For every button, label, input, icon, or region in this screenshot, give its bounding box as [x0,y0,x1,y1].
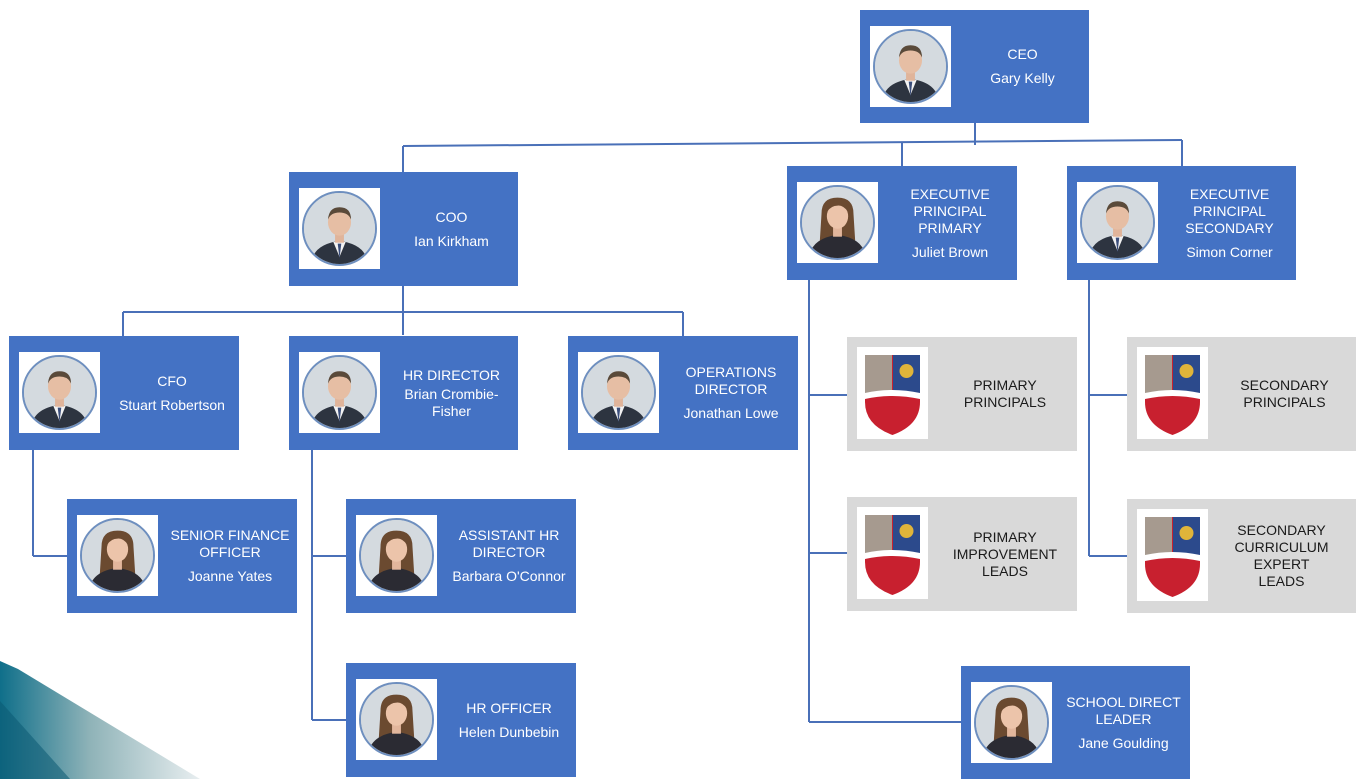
trust-crest-icon [1137,347,1208,439]
exec-principal-primary-photo [797,182,878,263]
trust-crest-icon [857,507,928,599]
assistant-hr-director-node[interactable]: ASSISTANT HR DIRECTOR Barbara O'Connor [346,499,576,613]
senior-finance-officer-name: Joanne Yates [187,568,273,584]
person-photo-icon [304,357,375,428]
hr-director-node[interactable]: HR DIRECTOR Brian Crombie- Fisher [289,336,518,450]
corner-decoration [0,661,200,779]
exec-principal-primary-role: EXECUTIVE PRINCIPAL PRIMARY [910,185,990,236]
senior-finance-officer-node[interactable]: SENIOR FINANCE OFFICER Joanne Yates [67,499,297,613]
hr-officer-photo [356,679,437,760]
hr-officer-role: HR OFFICER [466,699,552,716]
cfo-photo [19,352,100,433]
person-photo-icon [802,187,873,258]
person-photo-icon [583,357,654,428]
school-direct-leader-photo [971,682,1052,763]
person-photo-icon [875,31,946,102]
hr-director-name: Brian Crombie- Fisher [404,385,499,419]
secondary-principals-node[interactable]: SECONDARY PRINCIPALS [1127,337,1356,451]
coo-role: COO [435,208,468,225]
exec-principal-primary-name: Juliet Brown [911,243,989,260]
operations-director-node[interactable]: OPERATIONS DIRECTOR Jonathan Lowe [568,336,798,450]
person-photo-icon [24,357,95,428]
hr-director-role: HR DIRECTOR [403,366,500,383]
primary-improvement-leads-node[interactable]: PRIMARY IMPROVEMENT LEADS [847,497,1077,611]
exec-principal-primary-node[interactable]: EXECUTIVE PRINCIPAL PRIMARY Juliet Brown [787,166,1017,280]
person-photo-icon [304,193,375,264]
primary-principals-label: PRIMARY PRINCIPALS [963,377,1047,410]
trust-crest-icon [857,347,928,439]
person-photo-icon [82,520,153,591]
ceo-photo [870,26,951,107]
hr-officer-name: Helen Dunbebin [458,723,560,740]
secondary-curriculum-expert-leads-label: SECONDARY CURRICULUM EXPERT LEADS [1234,522,1329,589]
assistant-hr-director-role: ASSISTANT HR DIRECTOR [458,527,560,560]
ceo-node[interactable]: CEO Gary Kelly [860,10,1089,123]
exec-principal-secondary-name: Simon Corner [1186,243,1273,260]
assistant-hr-director-photo [356,515,437,596]
coo-name: Ian Kirkham [414,232,489,249]
school-direct-leader-name: Jane Goulding [1078,734,1169,751]
primary-principals-node[interactable]: PRIMARY PRINCIPALS [847,337,1077,451]
person-photo-icon [976,687,1047,758]
primary-improvement-leads-label: PRIMARY IMPROVEMENT LEADS [952,528,1058,579]
person-photo-icon [361,520,432,591]
operations-director-role: OPERATIONS DIRECTOR [685,364,777,397]
exec-principal-secondary-node[interactable]: EXECUTIVE PRINCIPAL SECONDARY Simon Corn… [1067,166,1296,280]
secondary-principals-label: SECONDARY PRINCIPALS [1240,377,1329,410]
exec-principal-secondary-role: EXECUTIVE PRINCIPAL SECONDARY [1185,185,1274,236]
trust-crest-icon [1137,509,1208,601]
school-direct-leader-node[interactable]: SCHOOL DIRECT LEADER Jane Goulding [961,666,1190,779]
hr-officer-node[interactable]: HR OFFICER Helen Dunbebin [346,663,576,777]
school-direct-leader-role: SCHOOL DIRECT LEADER [1066,693,1181,727]
senior-finance-officer-photo [77,515,158,596]
coo-photo [299,188,380,269]
hr-director-photo [299,352,380,433]
ceo-role: CEO [1007,46,1038,62]
assistant-hr-director-name: Barbara O'Connor [452,568,566,584]
coo-node[interactable]: COO Ian Kirkham [289,172,518,286]
cfo-node[interactable]: CFO Stuart Robertson [9,336,239,450]
person-photo-icon [1082,187,1153,258]
operations-director-name: Jonathan Lowe [683,405,779,421]
senior-finance-officer-role: SENIOR FINANCE OFFICER [170,527,290,560]
secondary-curriculum-expert-leads-node[interactable]: SECONDARY CURRICULUM EXPERT LEADS [1127,499,1356,613]
exec-principal-secondary-photo [1077,182,1158,263]
cfo-role: CFO [157,372,187,389]
cfo-name: Stuart Robertson [119,396,225,413]
ceo-name: Gary Kelly [990,70,1055,86]
operations-director-photo [578,352,659,433]
person-photo-icon [361,684,432,755]
